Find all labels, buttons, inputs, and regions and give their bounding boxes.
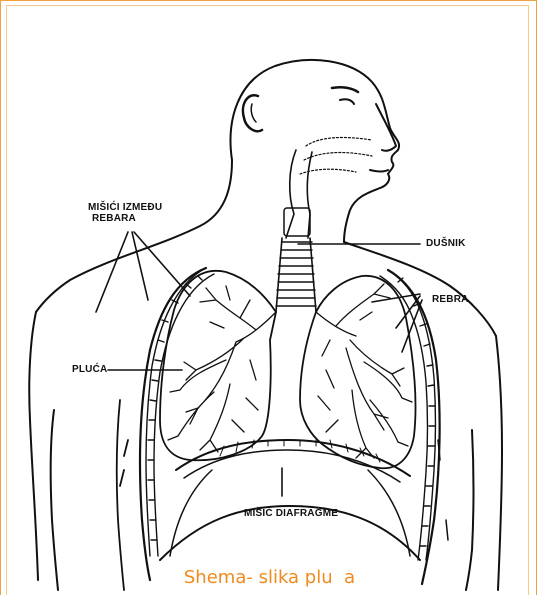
figure-caption: Shema- slika plu a: [0, 567, 539, 588]
bronchial-tree-right: [316, 284, 412, 458]
trachea-rings: [276, 242, 316, 306]
front-neck-shoulder: [344, 242, 496, 336]
label-intercostal-muscles: MIŠIĆI IZMEĐU REBARA: [88, 202, 162, 224]
mouth: [370, 170, 388, 172]
pharynx: [286, 150, 312, 238]
pointer-intercostal: [96, 232, 190, 312]
label-ribs: REBRA: [432, 294, 469, 305]
left-arm: [29, 312, 58, 590]
right-lung: [300, 276, 416, 468]
label-intercostal-line2: REBARA: [88, 213, 162, 224]
ear: [243, 95, 262, 131]
label-trachea: DUŠNIK: [426, 238, 466, 249]
intercostal-muscles-left: [146, 268, 214, 556]
brow: [332, 87, 358, 92]
right-arm: [466, 336, 502, 590]
bronchial-tree-left: [168, 286, 276, 452]
eye: [340, 99, 354, 104]
left-lung: [160, 271, 276, 460]
back-of-neck: [36, 160, 232, 312]
label-intercostal-line1: MIŠIĆI IZMEĐU: [88, 202, 162, 213]
label-diaphragm: MIŠIĆ DIAFRAGME: [244, 508, 338, 519]
label-lungs: PLUĆA: [72, 364, 107, 375]
head-outline: [231, 60, 400, 242]
